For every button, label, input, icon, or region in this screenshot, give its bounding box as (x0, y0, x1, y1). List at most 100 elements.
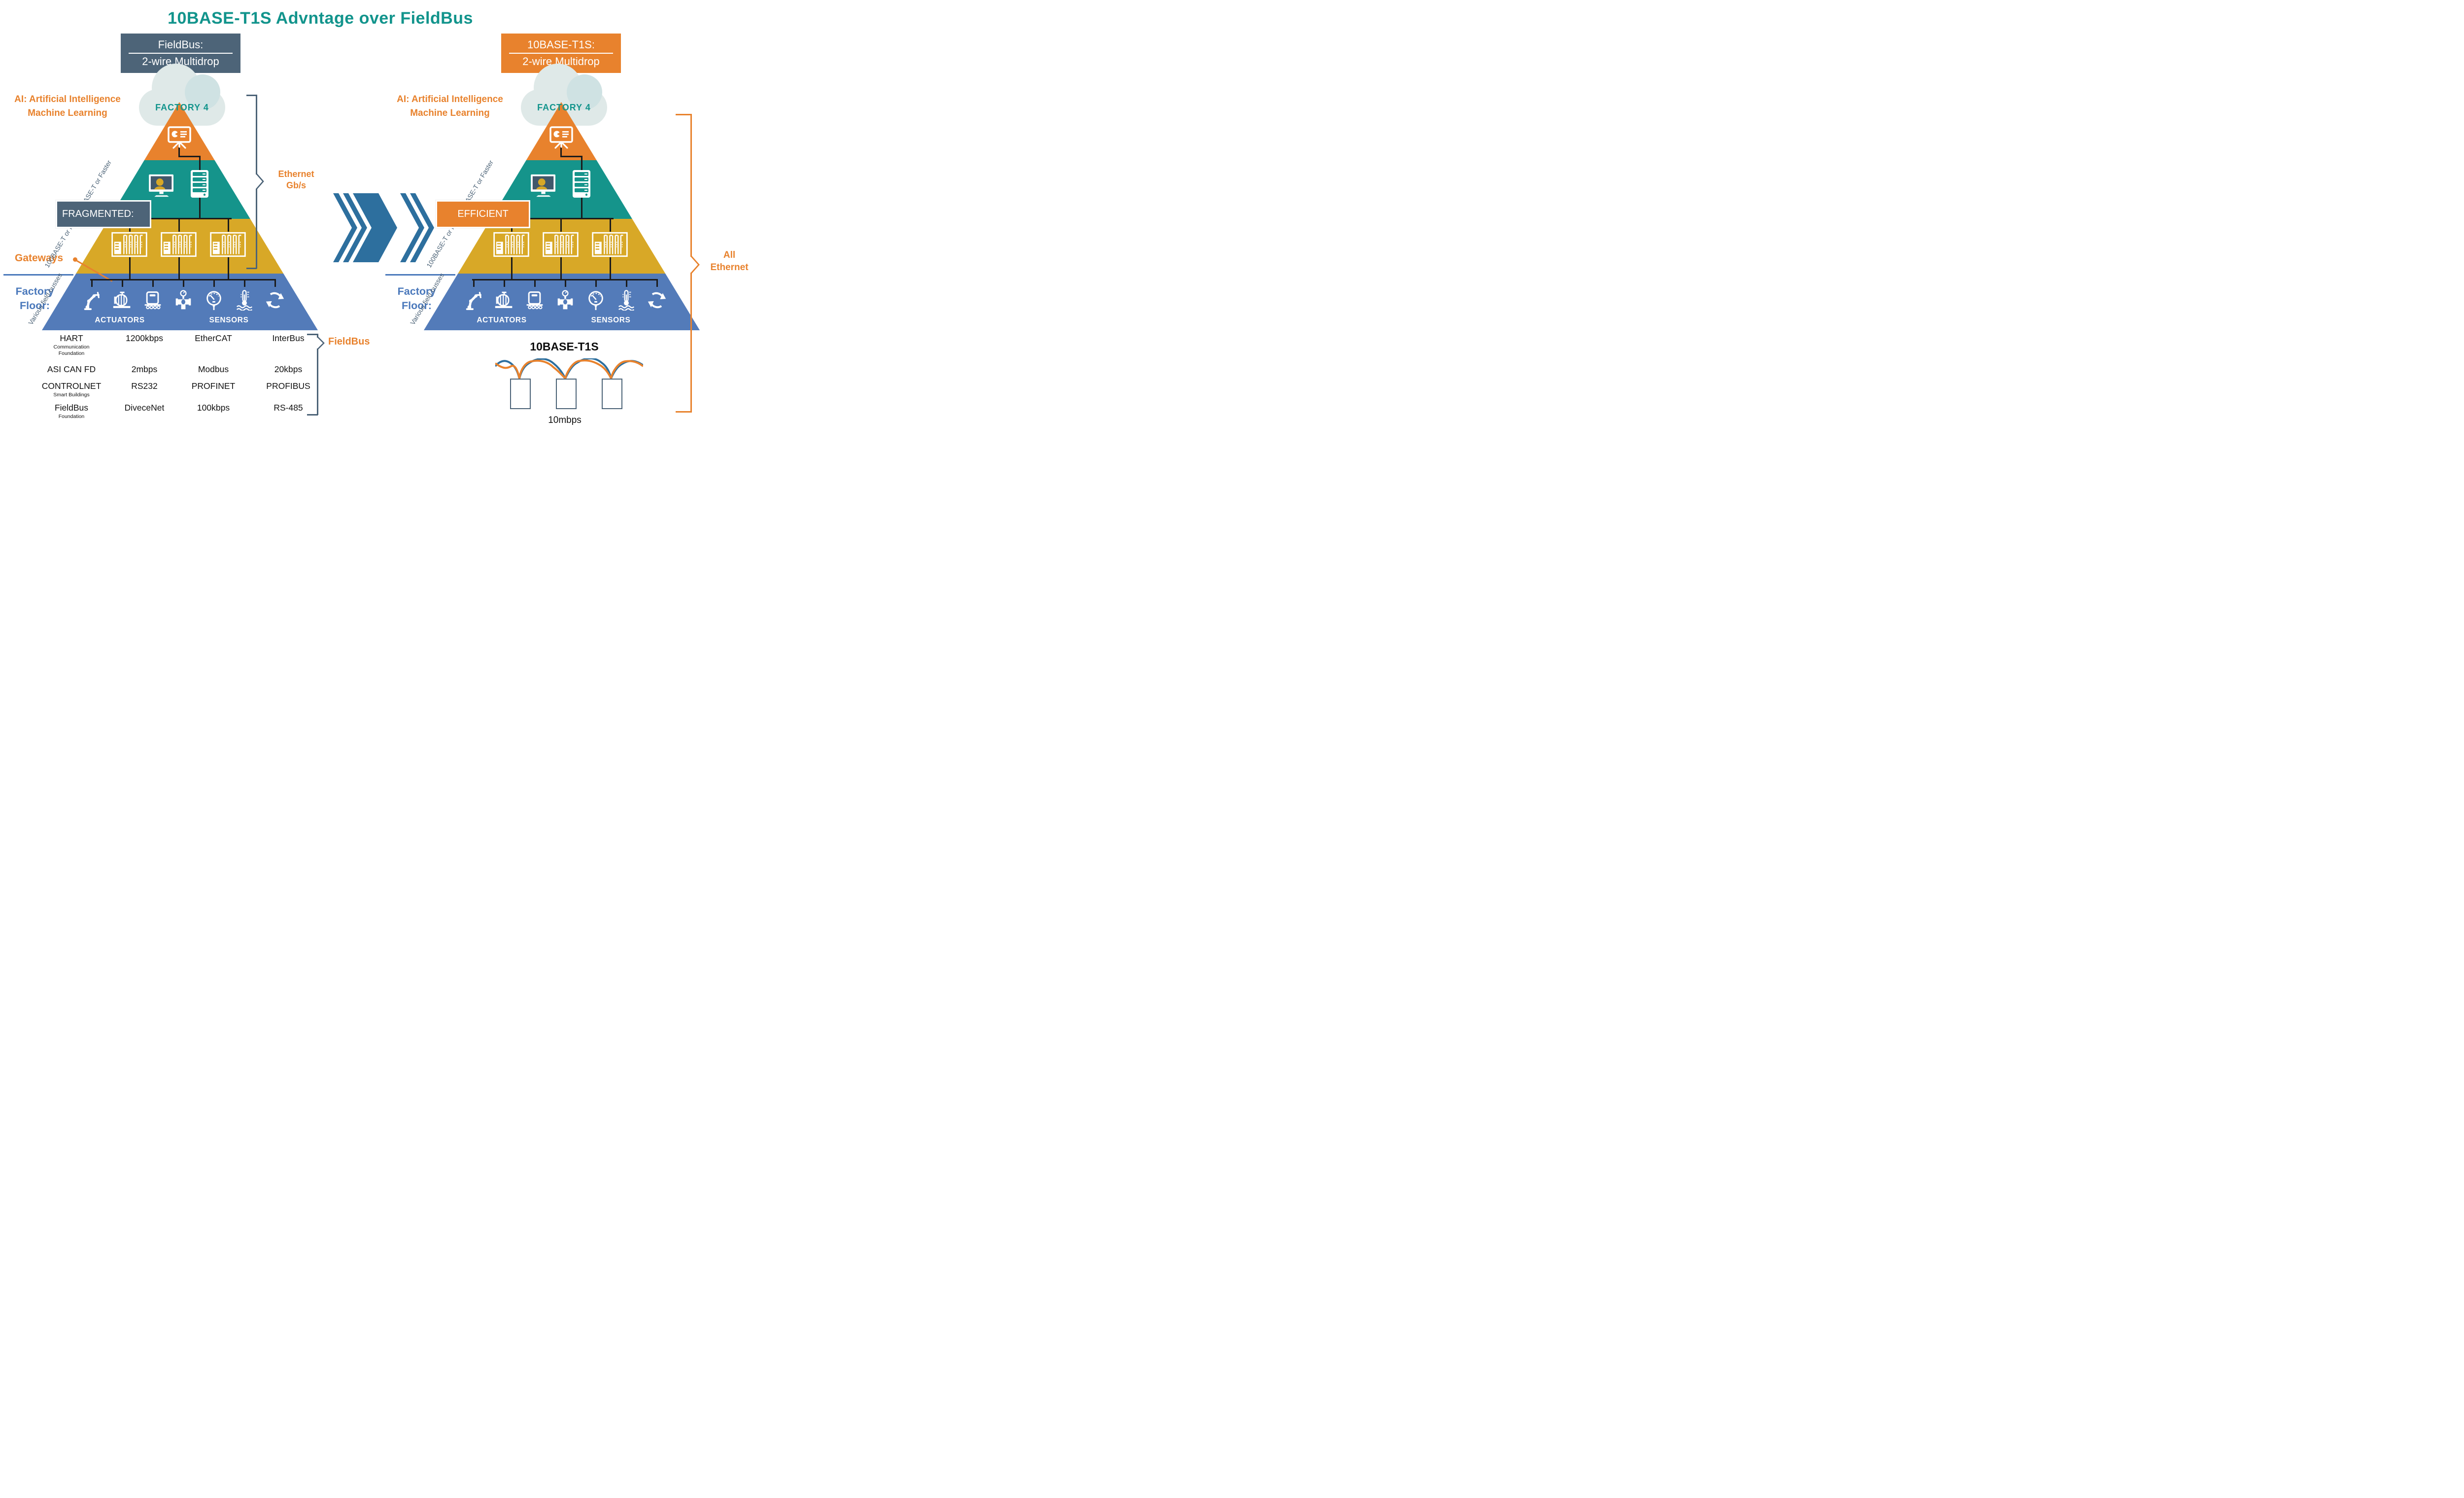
protocol-name: HART (60, 333, 83, 343)
protocol-cell: ASI CAN FD (26, 364, 117, 375)
ethernet-bracket-label-line2: Gb/s (286, 180, 306, 190)
left-connector-line (152, 279, 154, 287)
protocol-name: EtherCAT (195, 333, 232, 343)
left-cycle-arrows-icon (265, 290, 285, 311)
protocol-subtext: Foundation (58, 413, 85, 419)
left-connector-line (178, 147, 180, 157)
left-connector-line (228, 257, 229, 280)
protocol-name: FieldBus (54, 402, 89, 413)
fieldbus-bracket-vline-upper (317, 334, 318, 338)
protocol-cell: PROFIBUS (255, 381, 321, 398)
protocol-name: PROFINET (191, 381, 236, 391)
right-factory-floor-label: Factory Floor: (391, 284, 443, 313)
left-connector-line (91, 279, 93, 287)
left-connector-line (178, 257, 180, 280)
right-connector-line (565, 279, 566, 287)
protocol-name: 20kbps (274, 364, 303, 375)
protocol-name: PROFIBUS (266, 381, 310, 391)
right-connector-line (581, 196, 582, 219)
fieldbus-bracket-top (307, 334, 318, 335)
right-connector-line (560, 218, 562, 232)
fieldbus-bracket-vline-lower (317, 348, 318, 415)
left-sensors-label: SENSORS (209, 316, 249, 324)
all-ethernet-label-line1: All (723, 250, 736, 260)
protocol-subtext: Smart Buildings (53, 392, 90, 398)
right-ai-label: AI: Artificial Intelligence Machine Lear… (388, 93, 512, 120)
protocol-cell: InterBus (255, 333, 321, 356)
ethernet-bracket-top (246, 95, 257, 96)
right-ai-line2: Machine Learning (410, 107, 490, 118)
left-connector-line (199, 156, 201, 171)
right-connector-line (473, 279, 475, 287)
left-robot-arm-icon (82, 290, 102, 311)
right-connector-line (656, 279, 658, 287)
right-cycle-arrows-icon (647, 290, 667, 311)
all-ethernet-bracket-vline-upper (690, 114, 692, 257)
left-plc-rack-icon (111, 232, 148, 257)
ethernet-bracket-vline-lower (256, 189, 257, 269)
ethernet-bracket-point (256, 173, 264, 190)
left-floor-divider (3, 274, 73, 276)
left-ai-label: AI: Artificial Intelligence Machine Lear… (6, 93, 129, 120)
left-connector-bus (178, 156, 201, 157)
right-factory-floor-line1: Factory (397, 285, 436, 297)
right-connector-line (581, 156, 582, 171)
right-connector-line (511, 257, 513, 280)
left-ai-line2: Machine Learning (28, 107, 107, 118)
left-factory-floor-line2: Floor: (20, 300, 50, 312)
right-connector-line (504, 279, 505, 287)
right-connector-line (560, 257, 562, 280)
right-connector-line (534, 279, 536, 287)
right-robot-arm-icon (464, 290, 483, 311)
left-connector-line (122, 279, 123, 287)
left-presentation-board-icon (167, 126, 192, 149)
right-actuators-label: ACTUATORS (477, 316, 527, 324)
protocol-cell: EtherCAT (171, 333, 255, 356)
right-plc-rack-icon (542, 232, 579, 257)
right-valve-icon (555, 290, 575, 311)
gateways-callout-dot (73, 257, 77, 262)
all-ethernet-label: All Ethernet (701, 249, 758, 274)
protocol-name: 100kbps (197, 402, 230, 413)
left-monitor-user-icon (148, 174, 175, 197)
chevron-arrow-icon (353, 193, 397, 262)
protocol-name: 1200kbps (126, 333, 163, 343)
bus-node (602, 379, 622, 409)
right-connector-line (595, 279, 597, 287)
right-sensors-label: SENSORS (591, 316, 631, 324)
protocol-name: CONTROLNET (41, 381, 102, 391)
page-title: 10BASE-T1S Advntage over FieldBus (168, 9, 473, 28)
left-plc-rack-icon (160, 232, 197, 257)
right-presentation-board-icon (548, 126, 574, 149)
protocol-cell: RS232 (117, 381, 171, 398)
left-connector-bus (127, 218, 232, 219)
fieldbus-header-line1: FieldBus: (158, 38, 204, 51)
ethernet-bracket-vline-upper (256, 95, 257, 174)
protocol-name: RS-485 (274, 402, 303, 413)
fragmented-badge: FRAGMENTED: (56, 200, 151, 228)
infographic-canvas: 10BASE-T1S Advntage over FieldBus FieldB… (0, 0, 762, 438)
protocol-cell: PROFINET (171, 381, 255, 398)
bus-speed-label: 10mbps (548, 415, 582, 425)
left-plc-rack-icon (209, 232, 246, 257)
ethernet-bracket-bottom (246, 268, 257, 269)
all-ethernet-bracket-vline-lower (690, 273, 692, 412)
right-cloud-label: FACTORY 4 (537, 103, 591, 112)
protocol-name: DiveceNet (124, 402, 165, 413)
bus-node (556, 379, 577, 409)
protocol-name: ASI CAN FD (47, 364, 96, 375)
gateways-label: Gateways (15, 252, 64, 264)
fieldbus-bracket-point (317, 336, 325, 350)
right-plc-rack-icon (591, 232, 628, 257)
all-ethernet-bracket-bottom (676, 411, 692, 413)
left-factory-floor-line1: Factory (15, 285, 54, 297)
left-thermometer-icon (235, 290, 254, 311)
bus-title: 10BASE-T1S (530, 340, 599, 353)
left-connector-line (129, 257, 131, 280)
protocol-cell: Modbus (171, 364, 255, 375)
fieldbus-header-rule (129, 53, 233, 54)
